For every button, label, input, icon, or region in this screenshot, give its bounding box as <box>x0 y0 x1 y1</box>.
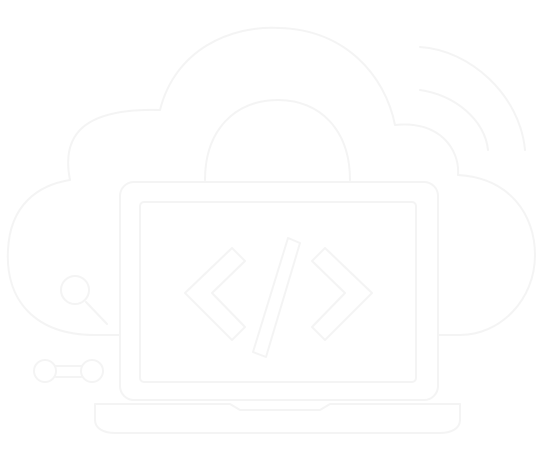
connector-icon <box>33 359 104 383</box>
wifi-arc-inner <box>419 89 489 151</box>
magnifier-icon <box>60 275 108 325</box>
code-bracket-right <box>311 247 373 341</box>
connector-node-left <box>33 359 57 383</box>
connector-node-right <box>80 359 104 383</box>
cloud-icon <box>6 26 536 336</box>
connector-bar <box>55 365 82 378</box>
wifi-signal-icon <box>419 46 526 151</box>
cloud-inner-arc <box>204 99 351 181</box>
code-brackets-icon <box>184 237 373 358</box>
magnifier-lens <box>60 275 90 305</box>
code-bracket-left <box>184 247 246 341</box>
code-slash <box>252 237 301 358</box>
magnifier-handle <box>85 301 108 325</box>
wifi-arc-outer <box>419 46 526 151</box>
laptop-base <box>94 403 461 434</box>
cloud-outline <box>6 26 536 336</box>
